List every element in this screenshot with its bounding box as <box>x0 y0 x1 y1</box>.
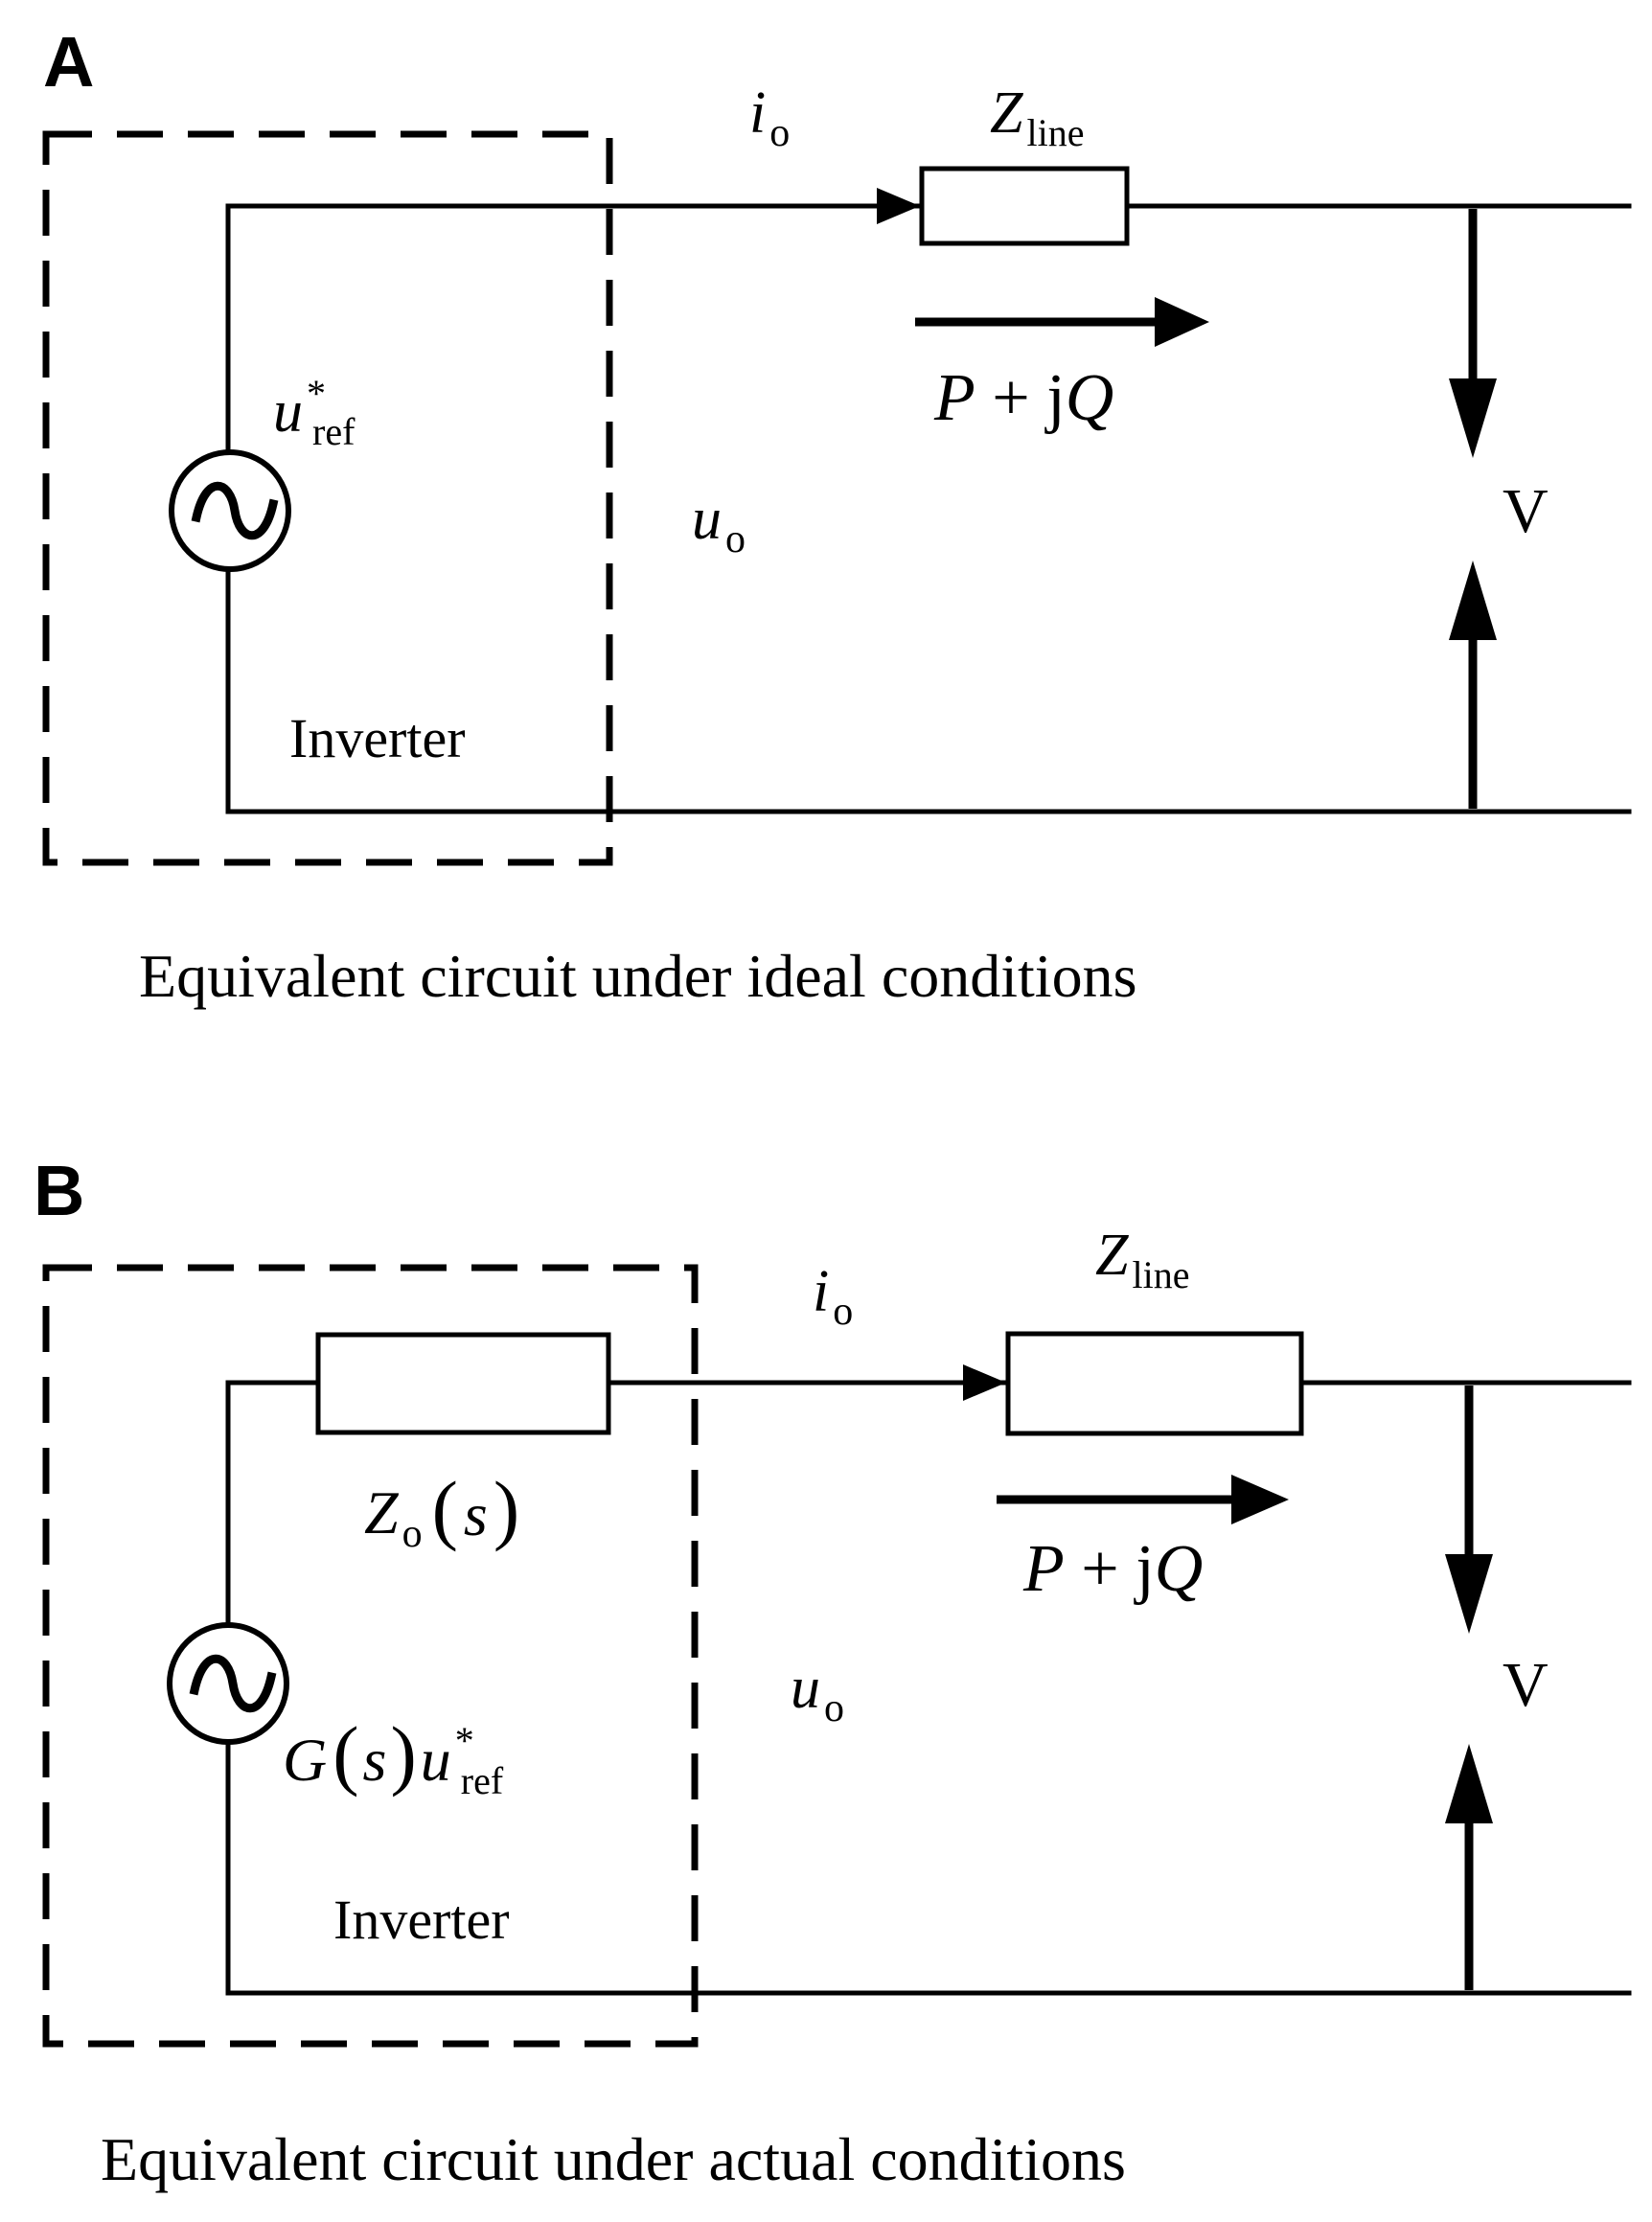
panel-a-output-voltage-label: uo <box>692 487 746 561</box>
panel-b-inverter-box <box>42 1264 699 2048</box>
panel-b-current-arrowhead <box>963 1364 1006 1401</box>
panel-a-voltage-label: V <box>1503 476 1549 546</box>
panel-a-power-arrowhead <box>1155 297 1209 347</box>
panel-a-caption: Equivalent circuit under ideal condition… <box>139 942 1136 1010</box>
panel-b-line-impedance <box>1005 1331 1304 1436</box>
panel-a-current-arrowhead <box>877 188 920 224</box>
panel-a-current-label: io <box>749 80 790 155</box>
panel-b-caption: Equivalent circuit under actual conditio… <box>101 2125 1126 2193</box>
panel-a-ac-source <box>169 449 291 572</box>
panel-a-line-impedance <box>919 166 1130 246</box>
panel-a-inverter-label: Inverter <box>289 707 466 769</box>
panel-b-voltage-arrowhead-down <box>1445 1554 1493 1634</box>
panel-a-sine-wave-icon <box>191 481 279 540</box>
panel-b-output-impedance <box>315 1332 611 1435</box>
panel-b-voltage-arrowhead-up <box>1445 1744 1493 1823</box>
panel-b-source-label: G(s)u*ref <box>283 1710 504 1802</box>
panel-a-power-label: P + jQ <box>933 361 1113 435</box>
panel-a-source-label: u*ref <box>273 372 356 453</box>
panel-a-voltage-arrowhead-up <box>1449 561 1497 640</box>
panel-b-sine-wave-icon <box>189 1654 277 1713</box>
panel-b-output-voltage-label: uo <box>791 1656 844 1730</box>
panel-a-letter: A <box>43 22 94 102</box>
panel-a-voltage-arrowhead-down <box>1449 378 1497 458</box>
panel-b-current-label: io <box>813 1259 853 1334</box>
panel-b-letter: B <box>34 1151 84 1230</box>
panel-b-voltage-label: V <box>1503 1650 1549 1720</box>
panel-b-inverter-label: Inverter <box>333 1889 510 1951</box>
panel-b-power-arrowhead <box>1231 1475 1289 1524</box>
panel-b-ac-source <box>167 1622 289 1745</box>
panel-b-power-label: P + jQ <box>1022 1532 1203 1606</box>
panel-b-output-impedance-label: Zo(s) <box>364 1465 519 1556</box>
panel-a-inverter-box <box>42 130 613 866</box>
